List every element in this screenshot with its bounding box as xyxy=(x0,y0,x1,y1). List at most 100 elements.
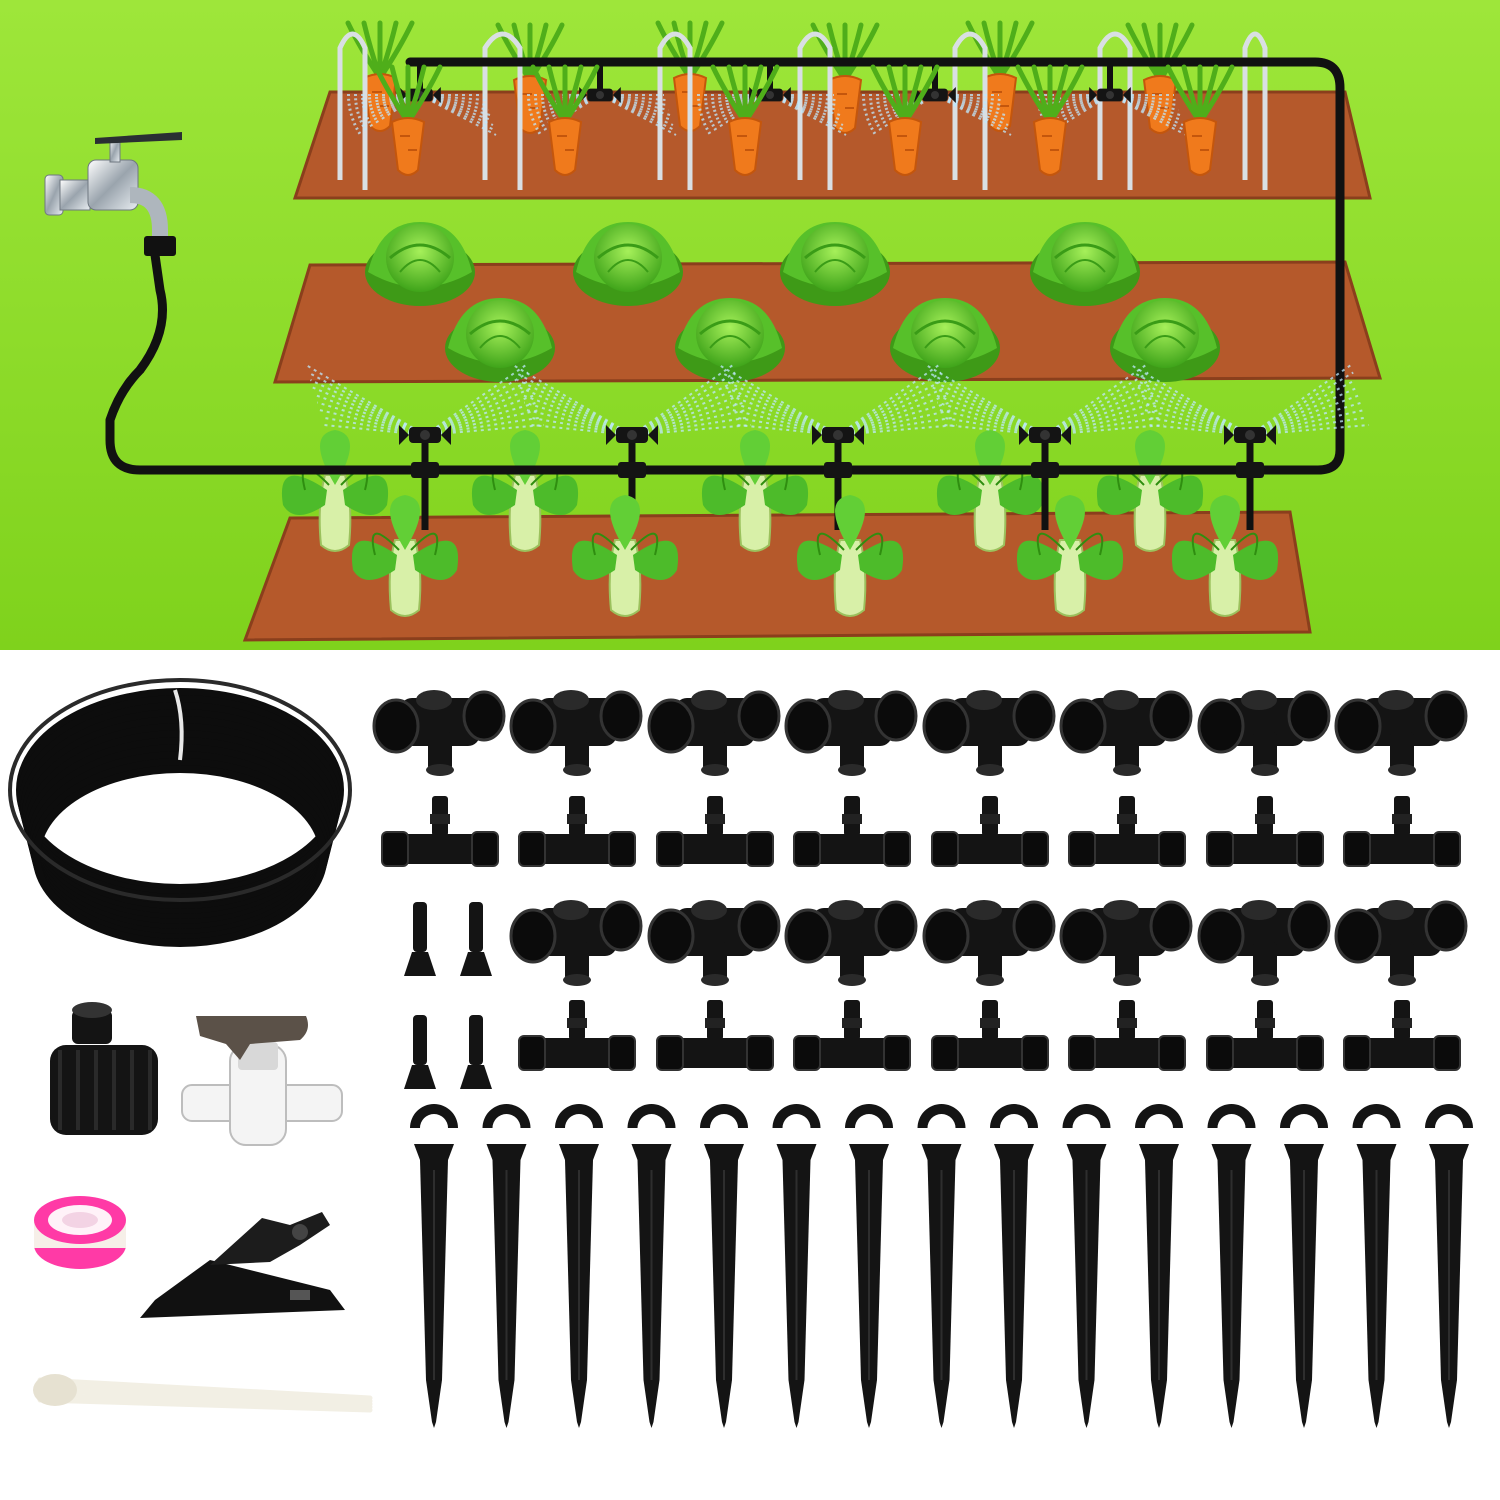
hose-coil-icon xyxy=(8,678,352,947)
spray-line xyxy=(837,386,947,436)
spray-line xyxy=(631,401,745,436)
spray-line xyxy=(424,401,538,436)
stake-icon xyxy=(1062,1104,1111,1428)
spray-line xyxy=(1109,94,1178,106)
spray-line xyxy=(934,94,1004,111)
sprinkler-head-icon xyxy=(1019,425,1071,445)
spray-line xyxy=(769,94,847,136)
spray-line xyxy=(723,379,839,436)
spray-line xyxy=(316,401,426,436)
spray-line xyxy=(348,94,421,111)
tap-adapter-icon xyxy=(50,1002,158,1135)
cabbage-icon xyxy=(1110,298,1220,382)
spray-line xyxy=(424,394,536,436)
tee-connector-icon xyxy=(931,1000,1049,1071)
spray-line xyxy=(1042,94,1111,126)
hoop xyxy=(657,31,693,190)
stakes xyxy=(410,1104,1473,1428)
spray-line xyxy=(1109,94,1181,116)
spray-line xyxy=(943,424,1046,436)
cross-connector-icon xyxy=(1197,900,1331,986)
end-plug-icon xyxy=(460,1015,492,1089)
spray-line xyxy=(769,94,842,121)
spray-line xyxy=(521,394,633,436)
spray-line xyxy=(346,94,421,106)
spray-line xyxy=(631,371,736,436)
spray-line xyxy=(769,94,838,106)
spray-line xyxy=(934,94,1007,121)
spray-line xyxy=(934,94,1009,126)
spray-line xyxy=(695,94,771,101)
spray-line xyxy=(769,94,839,111)
stake-icon xyxy=(1352,1104,1401,1428)
inline-connector xyxy=(824,462,852,478)
spray-line xyxy=(1039,94,1111,116)
spray-line xyxy=(424,416,542,436)
main-tube xyxy=(105,57,1345,475)
spray-line xyxy=(599,94,677,136)
spray-line xyxy=(1249,416,1367,436)
tee-connector-icon xyxy=(1068,796,1186,867)
teflon-tape-icon xyxy=(34,1196,126,1269)
spray-line xyxy=(1249,424,1370,436)
spray-line xyxy=(837,409,953,436)
cabbage-icon xyxy=(365,222,475,306)
cross-connector-icon xyxy=(509,900,643,986)
cross-connector-icon xyxy=(1059,900,1193,986)
spray-line xyxy=(1044,409,1160,436)
spray-line xyxy=(631,379,738,436)
spray-line xyxy=(419,94,492,121)
spray-line xyxy=(631,386,741,436)
spray-line xyxy=(837,401,951,436)
cross-connector-icon xyxy=(784,900,918,986)
spray-line xyxy=(837,379,944,436)
spray-line xyxy=(1044,379,1151,436)
cabbage-icon xyxy=(445,298,555,382)
tee-connector-icon xyxy=(931,796,1049,867)
spray-line xyxy=(1044,94,1111,131)
tee-connector-icon xyxy=(1206,796,1324,867)
spray-line xyxy=(355,94,421,136)
spray-line xyxy=(419,94,488,106)
spray-line xyxy=(1044,386,1154,436)
shutoff-valve-icon xyxy=(181,1016,343,1146)
cabbage-icon xyxy=(890,298,1000,382)
carrot-icon xyxy=(1015,64,1085,176)
cross-connector-icon xyxy=(647,900,781,986)
spray-line xyxy=(351,94,421,121)
spray-line xyxy=(352,94,421,126)
hoop xyxy=(482,31,523,190)
spray-line xyxy=(631,416,749,436)
tube-cutter-icon xyxy=(140,1212,345,1318)
inline-connector xyxy=(411,462,439,478)
bok-choy-icon xyxy=(571,495,679,617)
spray-line xyxy=(837,424,958,436)
spray-line xyxy=(631,409,747,436)
sprinkler-head-icon xyxy=(812,425,864,445)
tee-connector-icon xyxy=(518,1000,636,1071)
end-plug-icon xyxy=(404,902,436,976)
spray-line xyxy=(419,94,491,116)
tee-connector-icon xyxy=(1343,796,1461,867)
inline-connector xyxy=(1236,462,1264,478)
end-plugs xyxy=(404,902,492,1089)
carrot-icon xyxy=(710,64,780,176)
spray-line xyxy=(769,94,844,126)
end-plug-icon xyxy=(460,902,492,976)
spray-line xyxy=(424,424,545,436)
spray-line xyxy=(631,394,743,436)
spray-line xyxy=(599,94,672,121)
spray-line xyxy=(1044,394,1156,436)
cabbage-icon xyxy=(573,222,683,306)
spray-line xyxy=(1109,94,1179,111)
stake-icon xyxy=(410,1104,458,1428)
spray-line xyxy=(837,416,955,436)
tee-connector-icon xyxy=(1343,1000,1461,1071)
stake-icon xyxy=(1207,1104,1256,1428)
zip-ties-icon xyxy=(33,1374,373,1413)
spray-line xyxy=(1109,94,1182,121)
spray-line xyxy=(934,94,1006,116)
spray-line xyxy=(1249,386,1359,436)
spray-line xyxy=(1044,416,1162,436)
tee-connector-icon xyxy=(793,796,911,867)
